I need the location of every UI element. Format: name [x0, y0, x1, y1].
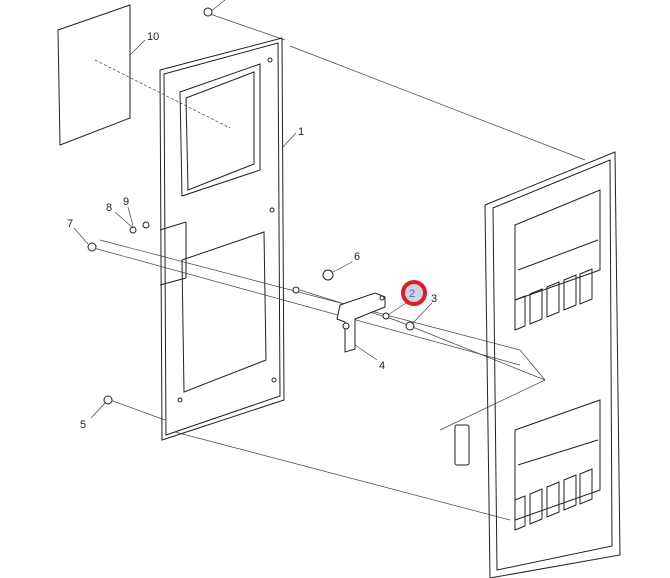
label-8: 8: [106, 202, 112, 214]
callout-2-highlight[interactable]: [401, 280, 427, 306]
part-1-door-frame: [159, 37, 285, 441]
label-4: 4: [379, 360, 385, 372]
label-5: 5: [80, 419, 86, 431]
part-10-panel: [57, 4, 131, 146]
label-7: 7: [67, 218, 73, 230]
fasteners: [87, 7, 415, 405]
label-9: 9: [123, 196, 129, 208]
label-10: 10: [147, 31, 159, 43]
cabinet: [454, 151, 621, 578]
assembly-lines: [89, 0, 586, 521]
label-1: 1: [298, 126, 304, 138]
label-3: 3: [431, 293, 437, 305]
leader-lines: [73, 39, 433, 419]
label-2[interactable]: 2: [409, 288, 415, 300]
label-6: 6: [354, 251, 360, 263]
